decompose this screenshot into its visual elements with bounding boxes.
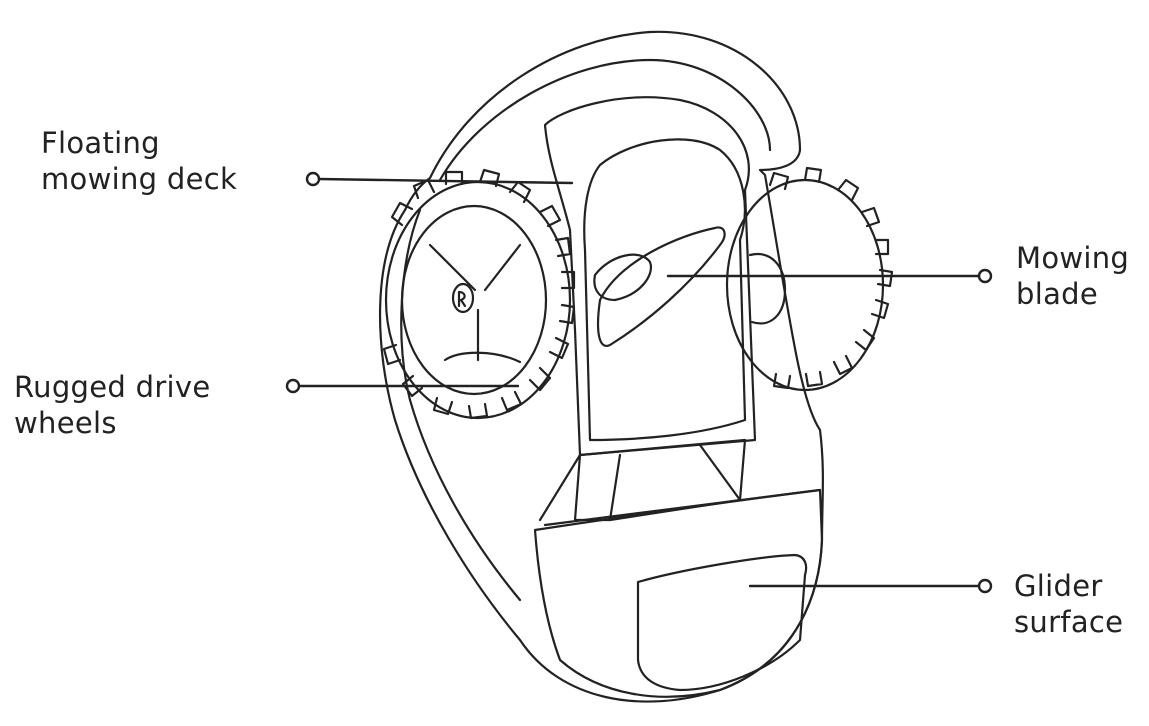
callout-line-2: blade [1016, 276, 1129, 312]
deck-lower-panel [575, 440, 745, 520]
callout-line-1: Glider [1014, 568, 1123, 604]
callout-dot-blade [979, 270, 991, 282]
callout-line-2: mowing deck [41, 161, 237, 197]
callout-dot-glider [979, 580, 991, 592]
callout-glider-surface: Glider surface [1014, 568, 1123, 640]
callout-dot-deck [307, 173, 319, 185]
callout-line-1: Mowing [1016, 240, 1129, 276]
deck-lower-lines [540, 445, 820, 525]
callout-dot-wheel [287, 380, 299, 392]
callout-line-1: Floating [41, 125, 237, 161]
callout-line-2: wheels [14, 405, 211, 441]
callout-mowing-blade: Mowing blade [1016, 240, 1129, 312]
callout-rugged-drive-wheels: Rugged drive wheels [14, 369, 211, 441]
glider-surface-pad [638, 555, 806, 690]
callout-floating-mowing-deck: Floating mowing deck [41, 125, 237, 197]
mowing-blade-shape [598, 227, 725, 345]
left-drive-wheel [384, 170, 574, 418]
callout-line-1: Rugged drive [14, 369, 211, 405]
callout-line-2: surface [1014, 604, 1123, 640]
mowing-deck-inner [584, 139, 745, 440]
